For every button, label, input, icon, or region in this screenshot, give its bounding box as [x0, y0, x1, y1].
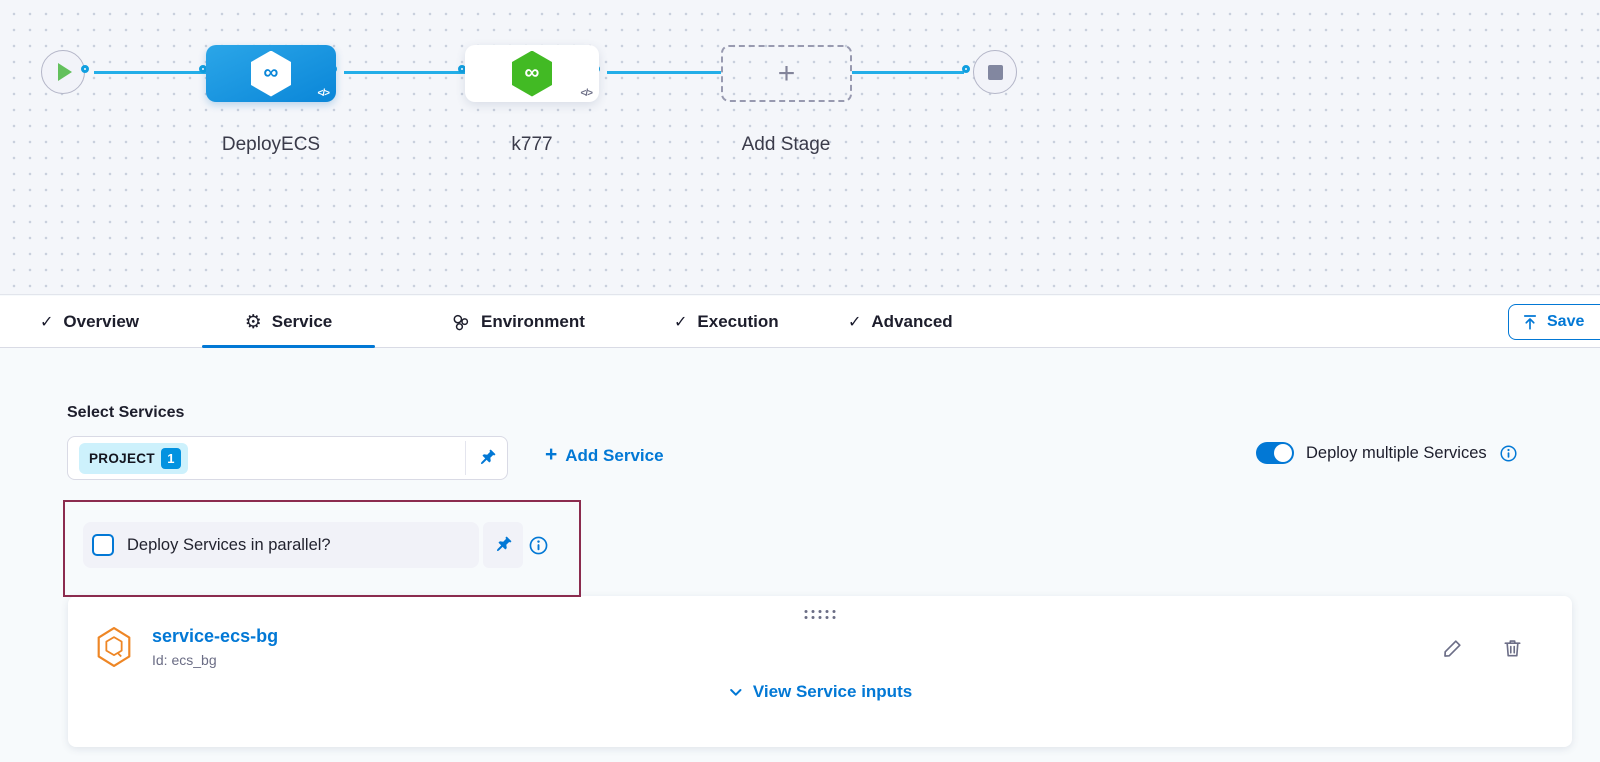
delete-trash-icon[interactable] — [1501, 636, 1524, 660]
service-card-actions — [1441, 636, 1524, 660]
pipeline-start-node[interactable] — [41, 50, 85, 94]
stage-node-k777[interactable]: ∞ </> — [465, 45, 599, 102]
chip-label: PROJECT — [89, 450, 155, 466]
environment-icon — [453, 314, 469, 330]
connector-dot[interactable] — [81, 65, 89, 73]
annotation-highlight-box: Deploy Services in parallel? — [63, 500, 581, 597]
chip-count-badge: 1 — [160, 447, 181, 469]
deploy-multiple-toggle[interactable] — [1256, 442, 1294, 464]
info-icon[interactable] — [1499, 444, 1518, 463]
stop-icon — [987, 64, 1003, 80]
add-service-label: Add Service — [565, 446, 664, 465]
tab-label: Service — [271, 312, 333, 331]
tab-label: Environment — [481, 312, 585, 331]
service-name-block: service-ecs-bg Id: ecs_bg — [152, 626, 278, 668]
code-icon: </> — [317, 88, 331, 99]
deployment-stage-icon: ∞ — [251, 50, 291, 97]
pin-icon — [496, 536, 512, 552]
check-icon: ✓ — [674, 314, 688, 331]
deployment-stage-icon: ∞ — [512, 50, 552, 97]
check-icon: ✓ — [848, 314, 862, 331]
select-services-label: Select Services — [67, 404, 185, 421]
edge-start-stage1 — [94, 71, 206, 74]
add-stage-label: Add Stage — [741, 134, 831, 155]
deploy-multiple-row: Deploy multiple Services — [1256, 442, 1518, 464]
service-card: service-ecs-bg Id: ecs_bg View Service i… — [68, 596, 1572, 747]
service-summary-row: service-ecs-bg Id: ecs_bg — [96, 626, 278, 668]
pipeline-end-node[interactable] — [973, 50, 1017, 94]
harness-infinity-icon: ∞ — [263, 61, 279, 84]
gear-icon: ⚙ — [244, 311, 262, 333]
stage-label-deployecs: DeployECS — [221, 134, 321, 155]
edge-stage2-addstage — [607, 71, 721, 74]
save-button-label: Save — [1547, 313, 1585, 330]
service-id-text: Id: ecs_bg — [152, 652, 217, 668]
service-hexagon-icon — [97, 627, 131, 667]
connector-dot[interactable] — [199, 65, 207, 73]
tab-label: Execution — [697, 312, 779, 331]
play-icon — [58, 63, 72, 81]
code-icon: </> — [580, 88, 594, 99]
tab-service[interactable]: ⚙ Service — [202, 296, 375, 348]
tab-label: Advanced — [871, 312, 953, 331]
tab-execution[interactable]: ✓ Execution — [674, 296, 779, 348]
harness-infinity-icon: ∞ — [524, 61, 540, 84]
plus-icon: + — [777, 56, 796, 90]
deploy-parallel-label: Deploy Services in parallel? — [127, 535, 331, 554]
toggle-knob — [1274, 444, 1292, 462]
connector-dot[interactable] — [962, 65, 970, 73]
view-service-inputs-toggle[interactable]: View Service inputs — [728, 682, 912, 702]
connector-dot[interactable] — [458, 65, 466, 73]
pin-runtime-input-button[interactable] — [483, 522, 523, 568]
divider — [465, 441, 466, 475]
tab-advanced[interactable]: ✓ Advanced — [848, 296, 953, 348]
add-service-button[interactable]: + Add Service — [545, 443, 664, 468]
stage-tabbar: ✓ Overview ⚙ Service Environment ✓ Execu… — [0, 296, 1600, 348]
edge-stage1-stage2 — [344, 71, 468, 74]
tab-label: Overview — [63, 312, 140, 331]
add-stage-button[interactable]: + — [721, 45, 852, 102]
tab-overview[interactable]: ✓ Overview — [40, 296, 139, 348]
save-button[interactable]: Save — [1508, 304, 1600, 340]
project-scope-chip[interactable]: PROJECT 1 — [79, 442, 188, 474]
edit-pencil-icon[interactable] — [1441, 636, 1465, 660]
active-tab-underline — [202, 345, 375, 348]
edge-addstage-end — [852, 71, 964, 74]
service-tab-panel: Select Services PROJECT 1 + Add Service — [0, 348, 1600, 762]
upload-icon — [1523, 315, 1537, 330]
tab-environment[interactable]: Environment — [450, 296, 585, 348]
pipeline-canvas[interactable]: ∞ </> DeployECS ∞ </> k777 + Add Stage — [0, 0, 1600, 295]
plus-icon: + — [545, 443, 558, 466]
view-service-inputs-label: View Service inputs — [752, 682, 913, 701]
stage-node-deployecs[interactable]: ∞ </> — [206, 45, 336, 102]
check-icon: ✓ — [40, 314, 54, 331]
stage-label-k777: k777 — [511, 134, 553, 155]
info-icon[interactable] — [528, 535, 549, 556]
chevron-down-icon — [730, 689, 742, 696]
drag-handle[interactable] — [804, 610, 836, 619]
deploy-parallel-field: Deploy Services in parallel? — [83, 522, 479, 568]
pin-icon — [480, 449, 495, 465]
deploy-multiple-label: Deploy multiple Services — [1306, 443, 1487, 462]
deploy-parallel-checkbox[interactable] — [92, 534, 114, 556]
service-name-link[interactable]: service-ecs-bg — [152, 626, 279, 646]
pin-runtime-input-button[interactable] — [466, 437, 507, 479]
select-services-input[interactable]: PROJECT 1 — [67, 436, 508, 480]
